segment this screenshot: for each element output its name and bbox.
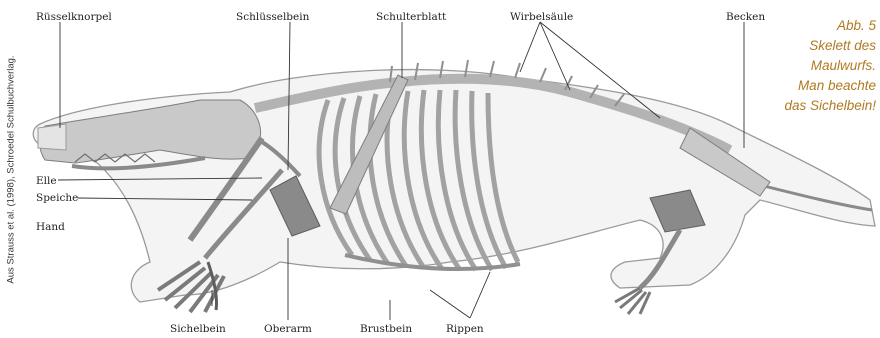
label-schulterblatt: Schulterblatt: [376, 11, 447, 23]
caption-line-1: Abb. 5: [836, 18, 877, 33]
caption-line-2: Skelett des: [809, 38, 876, 53]
label-sichelbein: Sichelbein: [170, 323, 226, 335]
snout-cartilage: [38, 124, 66, 150]
label-ruesselknorpel: Rüsselknorpel: [36, 11, 112, 23]
label-becken: Becken: [726, 11, 765, 23]
source-credit: Aus Strauss et al. (1998), Schroedel Sch…: [2, 0, 20, 338]
label-wirbelsaeule: Wirbelsäule: [510, 11, 573, 23]
hind-foot: [615, 288, 650, 314]
label-speiche: Speiche: [36, 192, 78, 204]
label-oberarm: Oberarm: [264, 323, 312, 335]
label-rippen: Rippen: [446, 323, 484, 335]
caption-line-3: Maulwurfs.: [811, 58, 876, 73]
label-hand: Hand: [36, 221, 65, 233]
figure-caption: Abb. 5 Skelett des Maulwurfs. Man beacht…: [784, 18, 876, 113]
source-credit-text: Aus Strauss et al. (1998), Schroedel Sch…: [6, 55, 17, 283]
label-schluesselbein: Schlüsselbein: [236, 11, 310, 23]
label-elle: Elle: [36, 175, 57, 187]
caption-line-5: das Sichelbein!: [784, 98, 876, 113]
label-brustbein: Brustbein: [360, 323, 412, 335]
caption-line-4: Man beachte: [798, 78, 876, 93]
